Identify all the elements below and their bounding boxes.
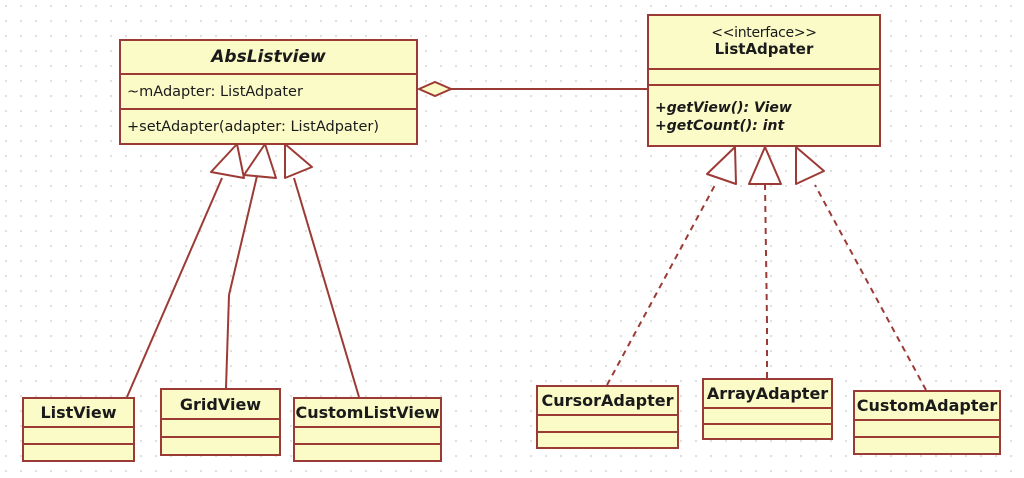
hollow-triangle-marker — [795, 146, 825, 185]
class-box-abslistview[interactable]: AbsListview ~mAdapter: ListAdpater +setA… — [119, 39, 418, 145]
class-operations-compartment — [295, 443, 440, 460]
edge-realization-arrayadapter-listadpater — [748, 146, 782, 378]
class-name-listview: ListView — [40, 403, 117, 422]
class-title-compartment: CursorAdapter — [538, 387, 677, 414]
hollow-triangle-marker — [284, 143, 313, 179]
attribute-item: ~mAdapter: ListAdpater — [127, 83, 303, 100]
generalization-line — [126, 177, 223, 398]
class-box-arrayadapter[interactable]: ArrayAdapter — [702, 378, 833, 440]
realization-line — [814, 184, 927, 391]
class-title-compartment: ArrayAdapter — [704, 380, 831, 407]
class-name-arrayadapter: ArrayAdapter — [706, 384, 829, 403]
class-attributes-compartment — [538, 414, 677, 431]
generalization-line — [225, 294, 230, 389]
class-attributes-compartment — [162, 418, 279, 436]
class-title-compartment: ListView — [24, 399, 133, 426]
class-attributes-compartment: ~mAdapter: ListAdpater — [121, 73, 416, 108]
class-box-customlistview[interactable]: CustomListView — [293, 397, 442, 462]
class-operations-compartment: +setAdapter(adapter: ListAdpater) — [121, 108, 416, 143]
realization-line — [606, 184, 716, 386]
class-box-listview[interactable]: ListView — [22, 397, 135, 462]
class-name-customadapter: CustomAdapter — [856, 396, 998, 415]
interface-title-compartment: <<interface>> ListAdpater — [649, 16, 879, 68]
class-operations-compartment — [704, 422, 831, 439]
interface-box-listadpater[interactable]: <<interface>> ListAdpater +getView(): Vi… — [647, 14, 881, 147]
class-title-compartment: CustomAdapter — [855, 392, 999, 419]
edge-aggregation-abslistview-listadpater — [416, 80, 647, 98]
interface-stereotype: <<interface>> — [711, 25, 817, 42]
class-operations-compartment — [24, 443, 133, 460]
operation-item: +getView(): View — [655, 100, 792, 116]
operation-item: +getCount(): int — [655, 117, 785, 134]
class-title-compartment: GridView — [162, 390, 279, 418]
generalization-line — [228, 175, 258, 296]
class-box-customadapter[interactable]: CustomAdapter — [853, 390, 1001, 455]
edge-realization-cursoradapter-listadpater — [606, 146, 737, 386]
interface-operations-compartment: +getView(): View +getCount(): int — [649, 84, 879, 145]
class-title-compartment: CustomListView — [295, 399, 440, 426]
interface-attributes-compartment — [649, 68, 879, 84]
class-operations-compartment — [855, 436, 999, 453]
operation-item: +setAdapter(adapter: ListAdpater) — [127, 118, 380, 135]
hollow-triangle-marker — [243, 143, 277, 179]
class-box-cursoradapter[interactable]: CursorAdapter — [536, 385, 679, 449]
class-name-customlistview: CustomListView — [295, 403, 440, 422]
generalization-line — [293, 177, 360, 398]
class-attributes-compartment — [295, 426, 440, 443]
hollow-diamond-marker — [416, 80, 454, 98]
hollow-triangle-marker — [210, 143, 245, 179]
class-name-gridview: GridView — [179, 394, 262, 414]
class-operations-compartment — [538, 430, 677, 448]
class-operations-compartment — [162, 436, 279, 454]
edge-generalization-customlistview-abslistview — [284, 143, 360, 398]
class-name-cursoradapter: CursorAdapter — [541, 391, 674, 410]
class-box-gridview[interactable]: GridView — [160, 388, 281, 456]
edge-generalization-listview-abslistview — [126, 143, 245, 398]
hollow-triangle-marker — [748, 146, 782, 185]
realization-line — [764, 183, 768, 323]
class-attributes-compartment — [24, 426, 133, 443]
class-attributes-compartment — [855, 419, 999, 436]
class-attributes-compartment — [704, 407, 831, 423]
interface-name-listadpater: ListAdpater — [714, 40, 814, 59]
hollow-triangle-marker — [706, 146, 737, 185]
class-title-compartment: AbsListview — [121, 41, 416, 73]
edge-generalization-gridview-abslistview — [225, 143, 277, 389]
class-name-abslistview: AbsListview — [211, 47, 326, 67]
edge-realization-customadapter-listadpater — [795, 146, 927, 391]
